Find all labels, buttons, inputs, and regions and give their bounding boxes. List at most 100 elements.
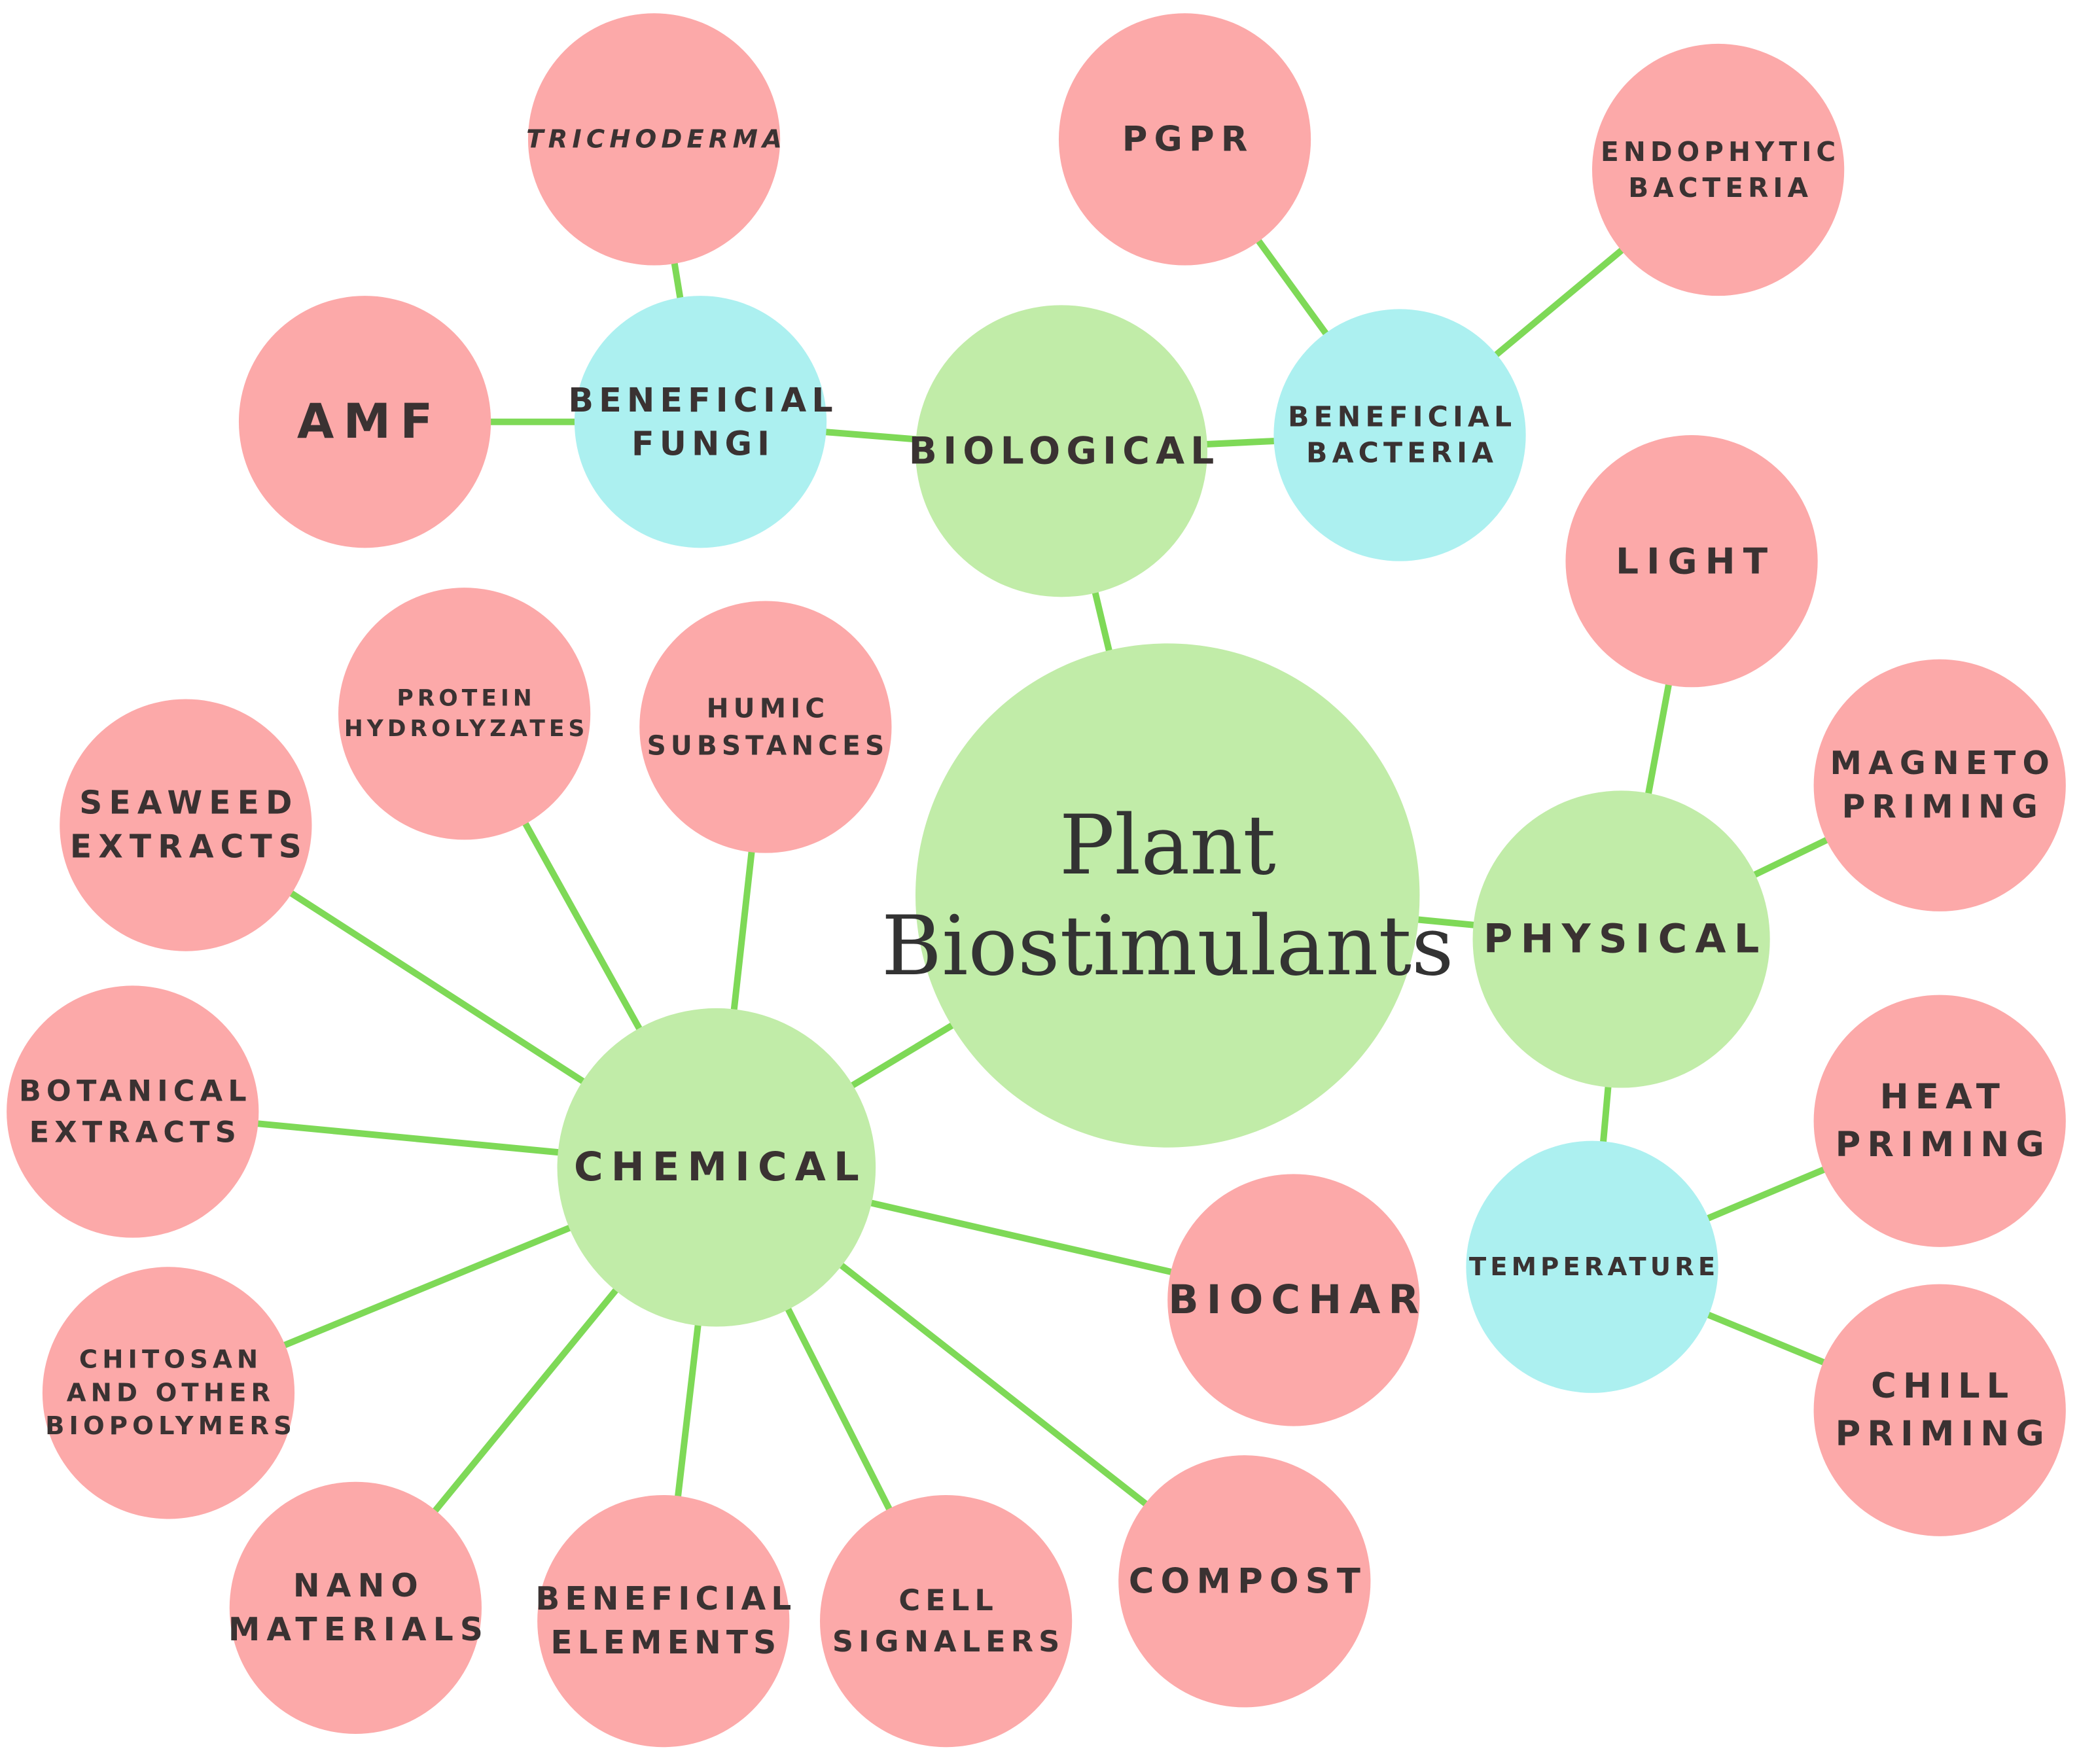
node-label: BOTANICAL [19,1074,252,1108]
node-label: HUMIC [707,693,830,724]
node-circle [1813,659,2066,911]
node-label: SUBSTANCES [647,730,889,761]
connector-center-to-physical [1410,915,1482,929]
node-label: CHEMICAL [574,1144,867,1190]
node-circle [229,1481,482,1734]
connector-chemical-to-biochar [863,1198,1180,1277]
node-circle [1813,995,2066,1247]
connector-physical-to-light [1644,677,1673,802]
node-label: PGPR [1122,119,1254,159]
connector-temperature-to-heat-priming [1700,1164,1832,1224]
node-label: COMPOST [1129,1561,1367,1601]
node-chill-priming: CHILL PRIMING [1813,1284,2066,1536]
connector-physical-to-magneto-priming [1747,834,1835,881]
node-label: BIOPOLYMERS [45,1411,296,1441]
node-circle [915,643,1420,1148]
node-circle [238,296,491,548]
node-label: MAGNETO [1830,745,2057,782]
node-circle [1813,1284,2066,1536]
node-circle [537,1494,790,1748]
node-circle [1592,43,1845,296]
node-circle [1466,1140,1718,1393]
node-label: CHITOSAN [79,1345,262,1375]
connector-temperature-to-chill-priming [1700,1309,1832,1367]
connector-chemical-to-chitosan [277,1222,578,1350]
node-circle [639,601,892,853]
connector-lines [249,234,1835,1518]
connector-beneficial-bacteria-to-endophytic-bacteria [1489,243,1629,361]
connector-chemical-to-seaweed-extracts [283,887,591,1087]
node-label: BIOLOGICAL [909,429,1220,472]
node-label: MATERIALS [228,1612,489,1648]
node-label: CELL [898,1583,998,1617]
node-physical: PHYSICAL [1472,790,1770,1088]
node-label: EXTRACTS [29,1115,241,1149]
node-circle [819,1494,1073,1748]
node-magneto-priming: MAGNETO PRIMING [1813,659,2066,911]
node-circle [574,296,827,548]
connector-biological-to-beneficial-fungi [817,428,925,444]
node-label: TRICHODERMA [526,124,787,154]
node-label: HYDROLYZATES [344,716,589,742]
node-circle [1472,790,1770,1088]
connector-chemical-to-beneficial-elements [674,1316,702,1505]
node-label: ELEMENTS [550,1625,781,1661]
node-biological: BIOLOGICAL [909,305,1220,597]
node-label: LIGHT [1616,540,1775,582]
node-circle [1118,1455,1371,1708]
node-cell-signalers: CELL SIGNALERS [819,1494,1073,1748]
node-label: FUNGI [631,425,775,463]
node-label: PRIMING [1842,789,2044,826]
node-circle [527,13,781,266]
connector-chemical-to-cell-signalers [783,1301,895,1517]
node-label: TEMPERATURE [1469,1252,1719,1282]
node-botanical-extracts: BOTANICAL EXTRACTS [7,985,259,1238]
node-label: NANO [293,1568,425,1604]
node-temperature: TEMPERATURE [1466,1140,1719,1393]
node-label: BENEFICIAL [535,1581,796,1617]
node-circle [1058,13,1311,266]
connector-beneficial-bacteria-to-pgpr [1252,234,1332,341]
node-endophytic-bacteria: ENDOPHYTIC BACTERIA [1592,43,1845,296]
node-circle [7,985,259,1238]
node-amf: AMF [238,296,491,548]
node-compost: COMPOST [1118,1455,1371,1708]
node-chitosan: CHITOSAN AND OTHER BIOPOLYMERS [42,1267,296,1519]
node-label: PRIMING [1836,1414,2051,1454]
node-label: AMF [297,394,442,450]
node-label: BACTERIA [1628,172,1813,203]
connector-physical-to-temperature [1599,1078,1612,1150]
node-circle [1273,309,1526,561]
node-chemical: CHEMICAL [557,1008,876,1327]
connector-chemical-to-botanical-extracts [249,1120,567,1156]
connector-center-to-biological [1090,584,1114,659]
node-label: Plant [1059,797,1276,893]
node-label: PROTEIN [397,685,535,711]
node-label: ENDOPHYTIC [1601,136,1840,168]
connector-chemical-to-compost [834,1259,1153,1510]
node-label: AND OTHER [67,1378,275,1407]
node-label: BENEFICIAL [568,381,838,419]
node-trichoderma: TRICHODERMA [526,13,787,266]
node-label: BENEFICIAL [1288,401,1516,434]
node-protein-hydrolyzates: PROTEIN HYDROLYZATES [338,588,591,840]
node-humic-substances: HUMIC SUBSTANCES [639,601,892,853]
node-label: SEAWEED [79,785,298,822]
connector-chemical-to-protein-hydrolyzates [520,816,645,1036]
node-circle [1565,435,1818,688]
node-label: PHYSICAL [1484,916,1768,962]
connector-beneficial-fungi-to-trichoderma [670,255,684,306]
connector-chemical-to-nano-materials [429,1283,622,1518]
node-circle [915,305,1208,597]
node-nano-materials: NANO MATERIALS [228,1481,489,1734]
node-label: CHILL [1871,1366,2015,1406]
connector-biological-to-beneficial-bacteria [1198,437,1283,448]
node-label: SIGNALERS [832,1625,1065,1659]
node-pgpr: PGPR [1058,13,1311,266]
node-circle [338,588,591,840]
connector-center-to-chemical [845,1019,960,1091]
